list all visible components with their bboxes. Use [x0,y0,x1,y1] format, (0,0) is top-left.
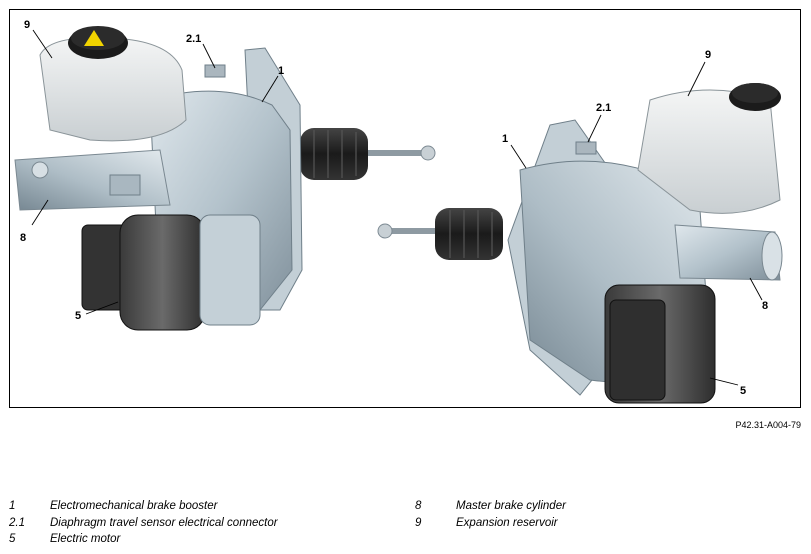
right-sensor-connector [575,141,597,155]
callout-right-8: 8 [762,300,768,312]
left-electric-motor [81,214,261,331]
callout-right-9: 9 [705,49,711,61]
callout-right-1: 1 [502,133,508,145]
legend-num: 9 [415,517,422,529]
callout-left-5: 5 [75,310,81,322]
illustration: 9 2.1 1 8 5 9 2.1 1 8 [14,19,783,404]
left-rubber-boot [300,128,368,180]
brake-booster-figure: 9 2.1 1 8 5 9 2.1 1 8 [9,9,801,408]
legend: 1 Electromechanical brake booster 2.1 Di… [0,500,811,554]
callout-left-1: 1 [278,65,284,77]
right-rubber-boot [435,208,503,260]
right-booster-unit [377,83,783,404]
legend-text: Master brake cylinder [456,500,566,512]
left-master-cylinder [14,149,171,211]
left-sensor-connector [204,64,226,78]
callouts: 9 2.1 1 8 5 9 2.1 1 8 [20,19,768,397]
warning-icon [84,30,104,46]
right-master-cylinder [674,224,783,281]
left-push-rod [355,145,436,161]
callout-right-5: 5 [740,385,746,397]
callout-left-2-1: 2.1 [186,33,201,45]
legend-num: 5 [9,533,16,545]
left-expansion-reservoir [39,26,187,142]
legend-num: 2.1 [9,517,25,529]
legend-num: 8 [415,500,422,512]
legend-text: Electric motor [50,533,121,545]
legend-num: 1 [9,500,16,512]
legend-text: Expansion reservoir [456,517,558,529]
callout-left-8: 8 [20,232,26,244]
legend-text: Electromechanical brake booster [50,500,218,512]
right-push-rod [377,223,450,239]
left-booster-unit [14,26,436,331]
right-electric-motor [604,284,716,404]
callout-left-9: 9 [24,19,30,31]
callout-right-2-1: 2.1 [596,102,611,114]
figure-code: P42.31-A004-79 [735,420,801,430]
right-expansion-reservoir [637,83,781,214]
legend-text: Diaphragm travel sensor electrical conne… [50,517,278,529]
